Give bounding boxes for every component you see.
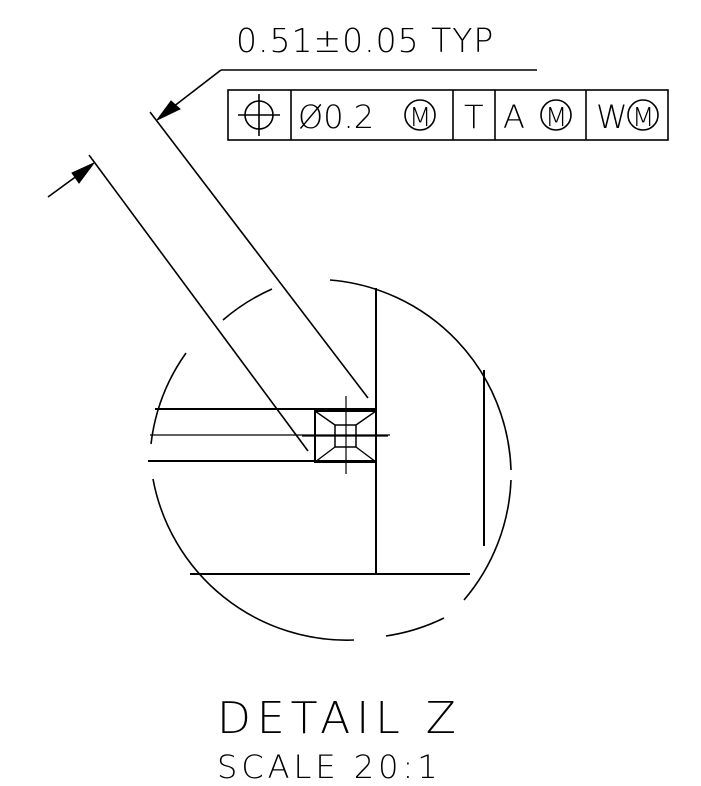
datum-2-modifier-circle-icon xyxy=(540,99,572,131)
datum-2-modifier: M xyxy=(545,103,567,133)
leader-arrowhead xyxy=(156,100,181,121)
lower-dimension-arrow xyxy=(47,162,95,198)
tolerance-modifier-circle-icon xyxy=(404,99,436,131)
dimension-text: 0.51±0.05 TYP xyxy=(236,21,494,60)
tolerance-modifier: M xyxy=(409,103,431,133)
fcf-datum-1: T xyxy=(464,98,484,136)
feature-control-frame: Ø0.2 M T A M W M xyxy=(227,89,669,141)
fcf-datum-3: W xyxy=(596,98,628,136)
lower-arrowhead xyxy=(71,162,95,184)
datum-3-modifier-circle-icon xyxy=(627,99,659,131)
detail-scale: SCALE 20:1 xyxy=(217,748,442,786)
fcf-tolerance: Ø0.2 xyxy=(298,98,374,136)
datum-3-modifier: M xyxy=(632,103,654,133)
square-feature xyxy=(302,396,388,474)
dimension-leader xyxy=(156,69,537,121)
detail-title: DETAIL Z xyxy=(217,693,462,744)
fcf-datum-2: A xyxy=(503,98,525,136)
extension-lines xyxy=(88,111,369,452)
position-symbol-icon xyxy=(238,94,280,136)
